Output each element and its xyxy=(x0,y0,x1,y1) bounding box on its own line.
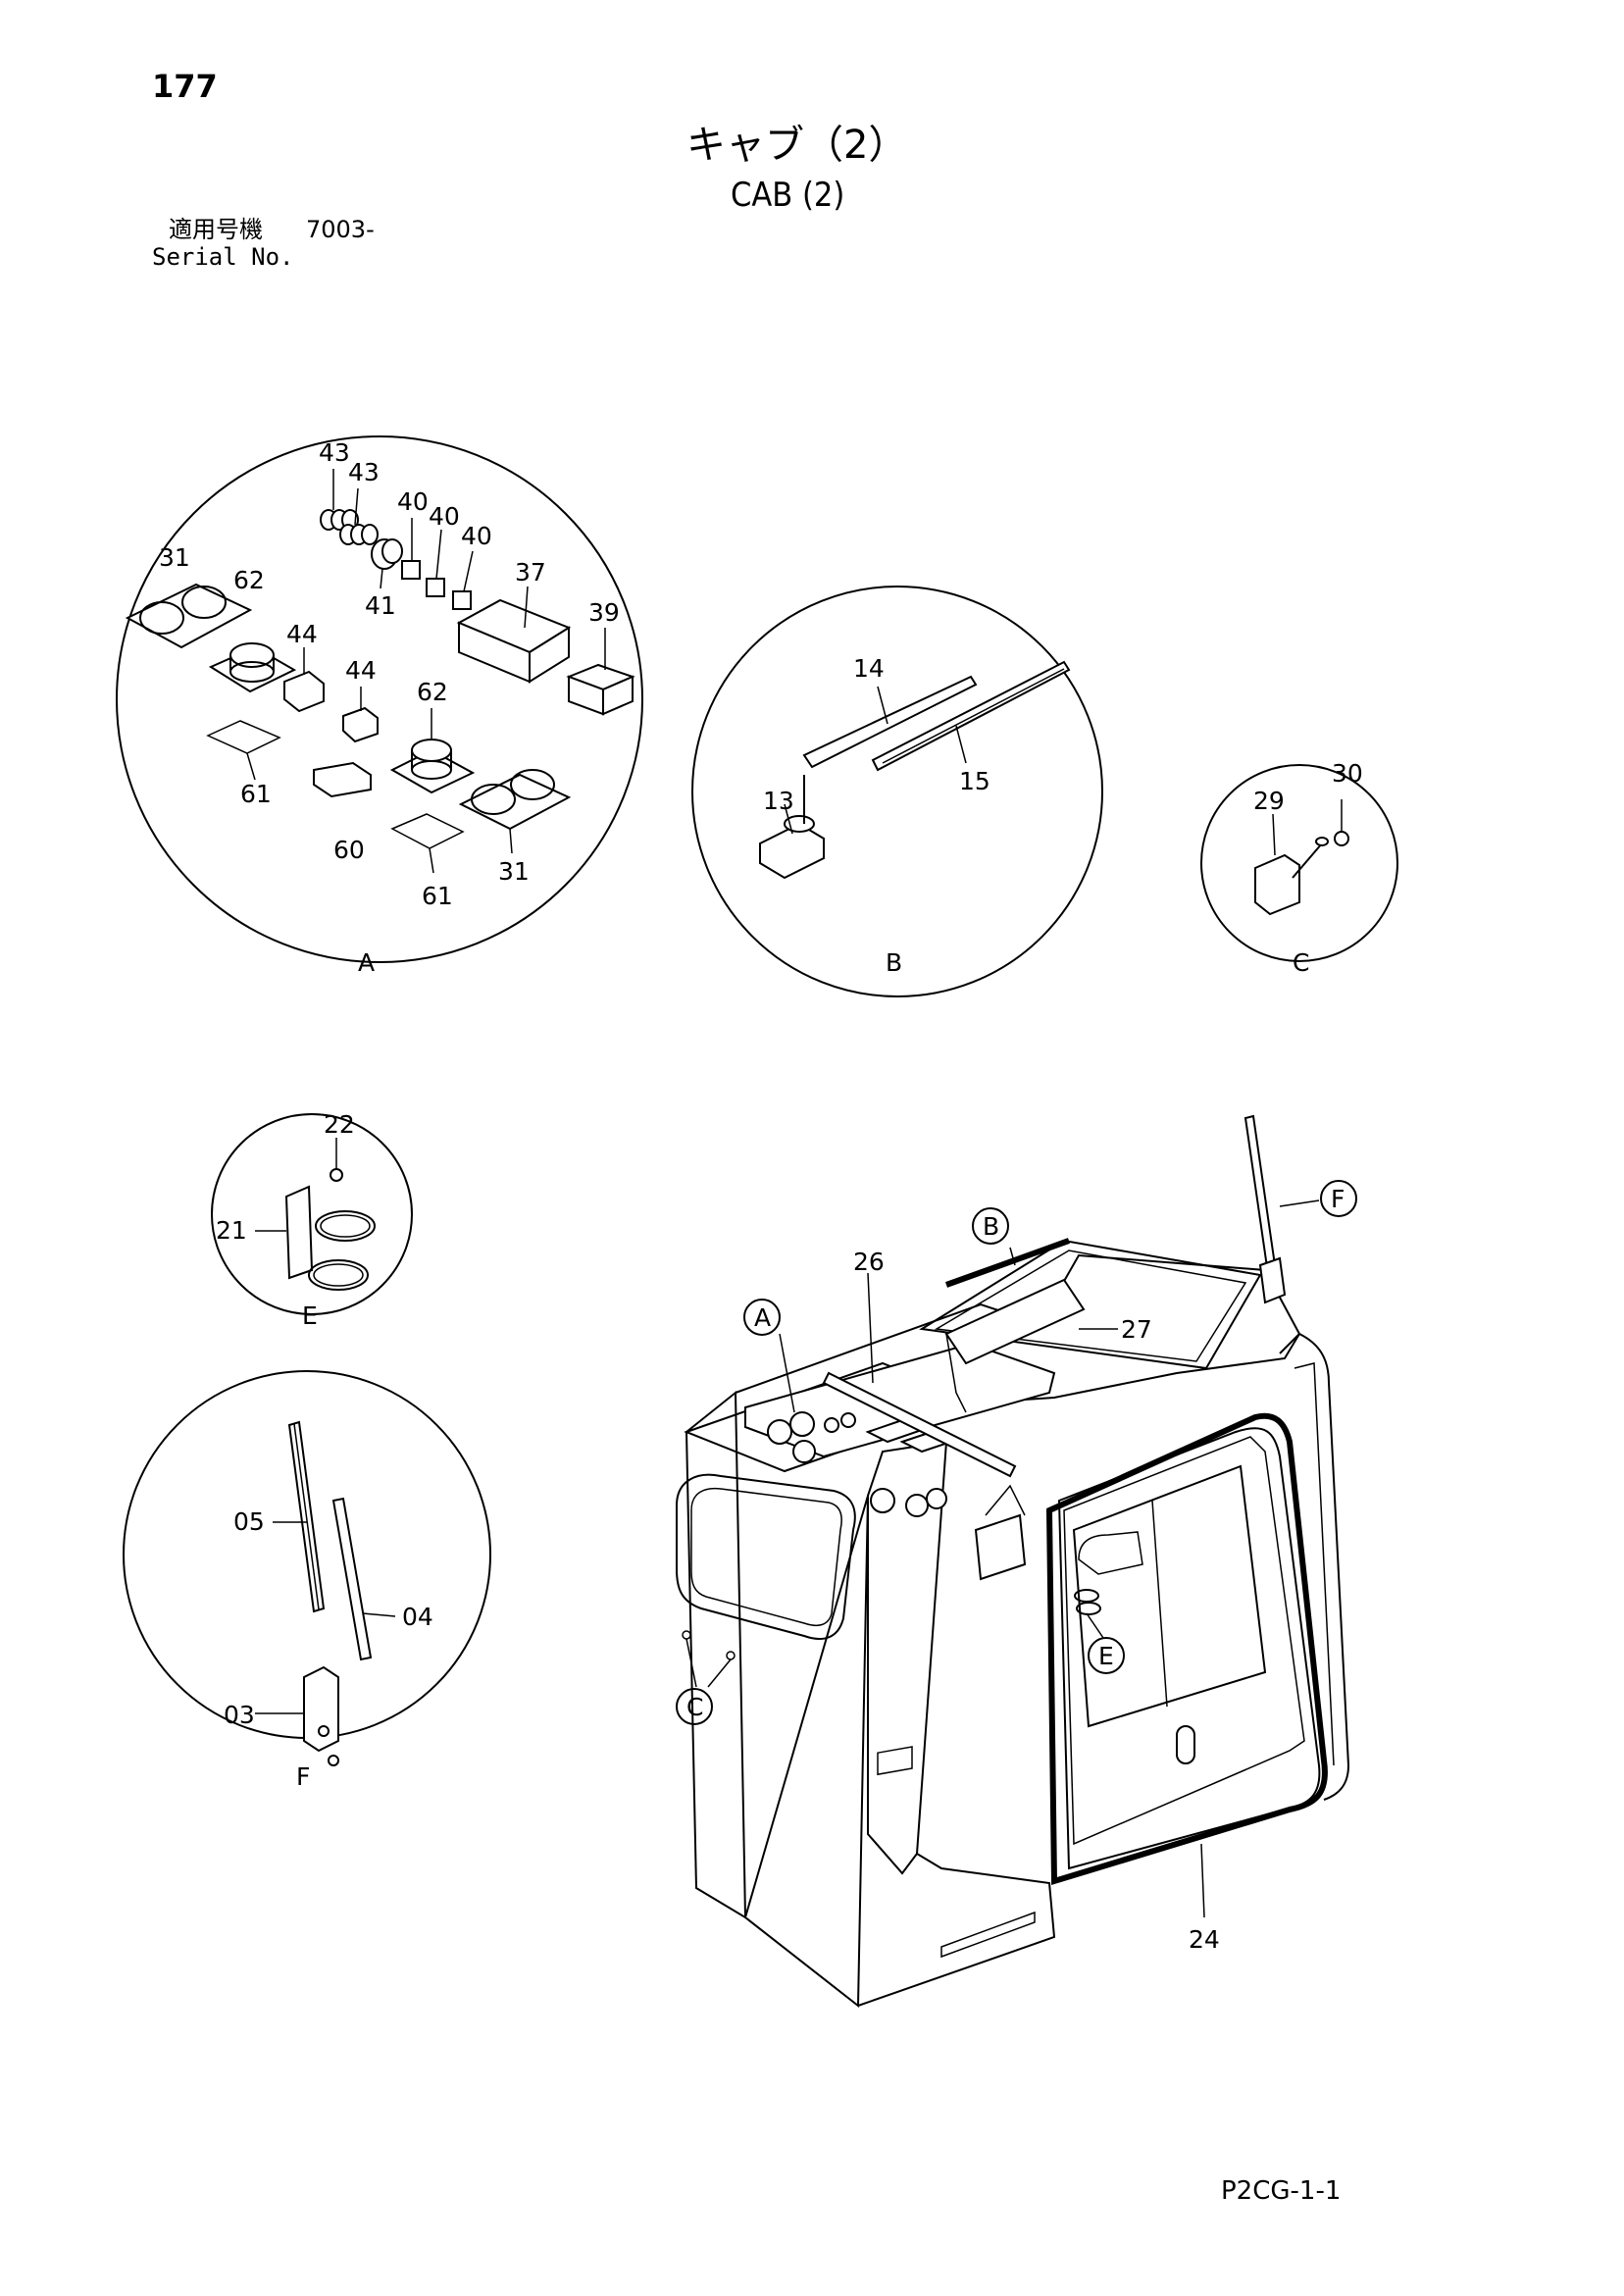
detail-e: 22 21 E xyxy=(211,1110,413,1330)
part-15-wiper-blade xyxy=(871,660,1071,772)
callout-c-label: C xyxy=(1293,948,1309,977)
label-31-lower: 31 xyxy=(498,857,530,886)
callout-a-main: A xyxy=(754,1303,771,1332)
serial-number-value: 7003- xyxy=(306,216,375,243)
callout-a-label: A xyxy=(358,948,375,977)
label-14: 14 xyxy=(853,654,885,683)
part-61-plate-lower xyxy=(390,813,465,849)
part-13-wiper-motor xyxy=(759,775,825,880)
callout-b-main: B xyxy=(983,1212,999,1241)
part-39-box xyxy=(566,628,635,716)
title-english: CAB (2) xyxy=(731,176,845,215)
part-31-lamp-lower xyxy=(458,769,572,854)
part-21-holder xyxy=(284,1185,314,1280)
page-code: P2CG-1-1 xyxy=(1221,2176,1342,2206)
label-21: 21 xyxy=(216,1216,247,1245)
detail-a: 31 62 44 61 43 43 40 40 40 41 37 39 44 6… xyxy=(116,435,643,977)
part-04-wiper-arm xyxy=(331,1497,396,1661)
label-22: 22 xyxy=(324,1110,355,1139)
label-04: 04 xyxy=(402,1603,433,1631)
label-44-upper: 44 xyxy=(286,620,318,648)
cab-main-assembly: A B F E C 26 27 24 xyxy=(676,1114,1357,2009)
label-03: 03 xyxy=(224,1701,255,1729)
label-29: 29 xyxy=(1253,787,1285,815)
part-05-wiper-blade xyxy=(273,1420,326,1613)
label-61-lower: 61 xyxy=(422,882,453,910)
part-60-cover xyxy=(313,761,372,798)
label-27: 27 xyxy=(1121,1315,1152,1344)
part-61-plate-upper xyxy=(206,720,281,754)
label-05: 05 xyxy=(233,1507,265,1536)
part-40-switches xyxy=(401,518,474,610)
label-31-upper: 31 xyxy=(159,543,190,572)
label-37: 37 xyxy=(515,558,546,587)
label-40-b: 40 xyxy=(429,502,460,531)
label-43-a: 43 xyxy=(319,438,350,467)
part-22-screw xyxy=(330,1138,343,1182)
callout-f-main: F xyxy=(1331,1185,1345,1213)
part-30-bolt xyxy=(1334,799,1349,846)
door-handle xyxy=(1176,1725,1195,1764)
label-61-upper: 61 xyxy=(240,780,272,808)
part-37-controller xyxy=(456,586,572,684)
detail-f: 05 04 03 F xyxy=(123,1370,491,1791)
label-60: 60 xyxy=(333,836,365,864)
part-14-wiper-arm xyxy=(802,675,978,769)
callout-b-marker xyxy=(972,1207,1009,1245)
label-30: 30 xyxy=(1332,759,1363,788)
callout-e-marker xyxy=(1088,1637,1125,1674)
part-03-wiper-motor xyxy=(255,1665,339,1766)
part-31-lamp-upper xyxy=(125,583,253,649)
page-number: 177 xyxy=(152,68,218,105)
label-15: 15 xyxy=(959,767,990,795)
label-13: 13 xyxy=(763,787,794,815)
part-24-door-seal xyxy=(1045,1412,1328,1886)
part-41-switch xyxy=(371,538,403,589)
callout-b-label: B xyxy=(886,948,902,977)
detail-b: 14 15 13 B xyxy=(691,586,1103,997)
part-b-wiper-mount xyxy=(944,1238,1071,1288)
part-62-speaker-upper xyxy=(208,642,297,693)
part-e-holder-ref xyxy=(1074,1589,1104,1639)
callout-c-marker xyxy=(676,1688,713,1725)
callout-e-main: E xyxy=(1098,1642,1114,1670)
label-39: 39 xyxy=(588,598,620,627)
label-24: 24 xyxy=(1189,1925,1220,1954)
callout-a-marker xyxy=(743,1299,781,1336)
part-44-relay-upper xyxy=(283,647,325,713)
callout-f-marker xyxy=(1320,1180,1357,1217)
serial-label-japanese: 適用号機 xyxy=(169,216,263,243)
callout-c-main: C xyxy=(686,1693,703,1721)
label-43-b: 43 xyxy=(348,458,380,486)
part-43-plugs xyxy=(320,469,379,545)
part-26-rail xyxy=(822,1371,1017,1478)
detail-c: 29 30 C xyxy=(1200,759,1398,977)
label-41: 41 xyxy=(365,591,396,620)
part-f-rear-wiper xyxy=(1243,1114,1320,1304)
serial-label-english: Serial No. xyxy=(152,243,294,271)
label-62-upper: 62 xyxy=(233,566,265,594)
part-44-relay-lower xyxy=(342,687,379,743)
label-26: 26 xyxy=(853,1248,885,1276)
label-62-lower: 62 xyxy=(417,678,448,706)
part-62-speaker-lower xyxy=(389,708,476,794)
callout-f-label: F xyxy=(296,1762,310,1791)
title-japanese: キャブ（2） xyxy=(686,123,908,168)
callout-e-label: E xyxy=(302,1301,318,1330)
part-29-mirror-bracket xyxy=(1254,813,1329,916)
label-40-a: 40 xyxy=(397,487,429,516)
label-40-c: 40 xyxy=(461,522,492,550)
part-21-rings xyxy=(308,1210,376,1291)
label-44-lower: 44 xyxy=(345,656,377,685)
